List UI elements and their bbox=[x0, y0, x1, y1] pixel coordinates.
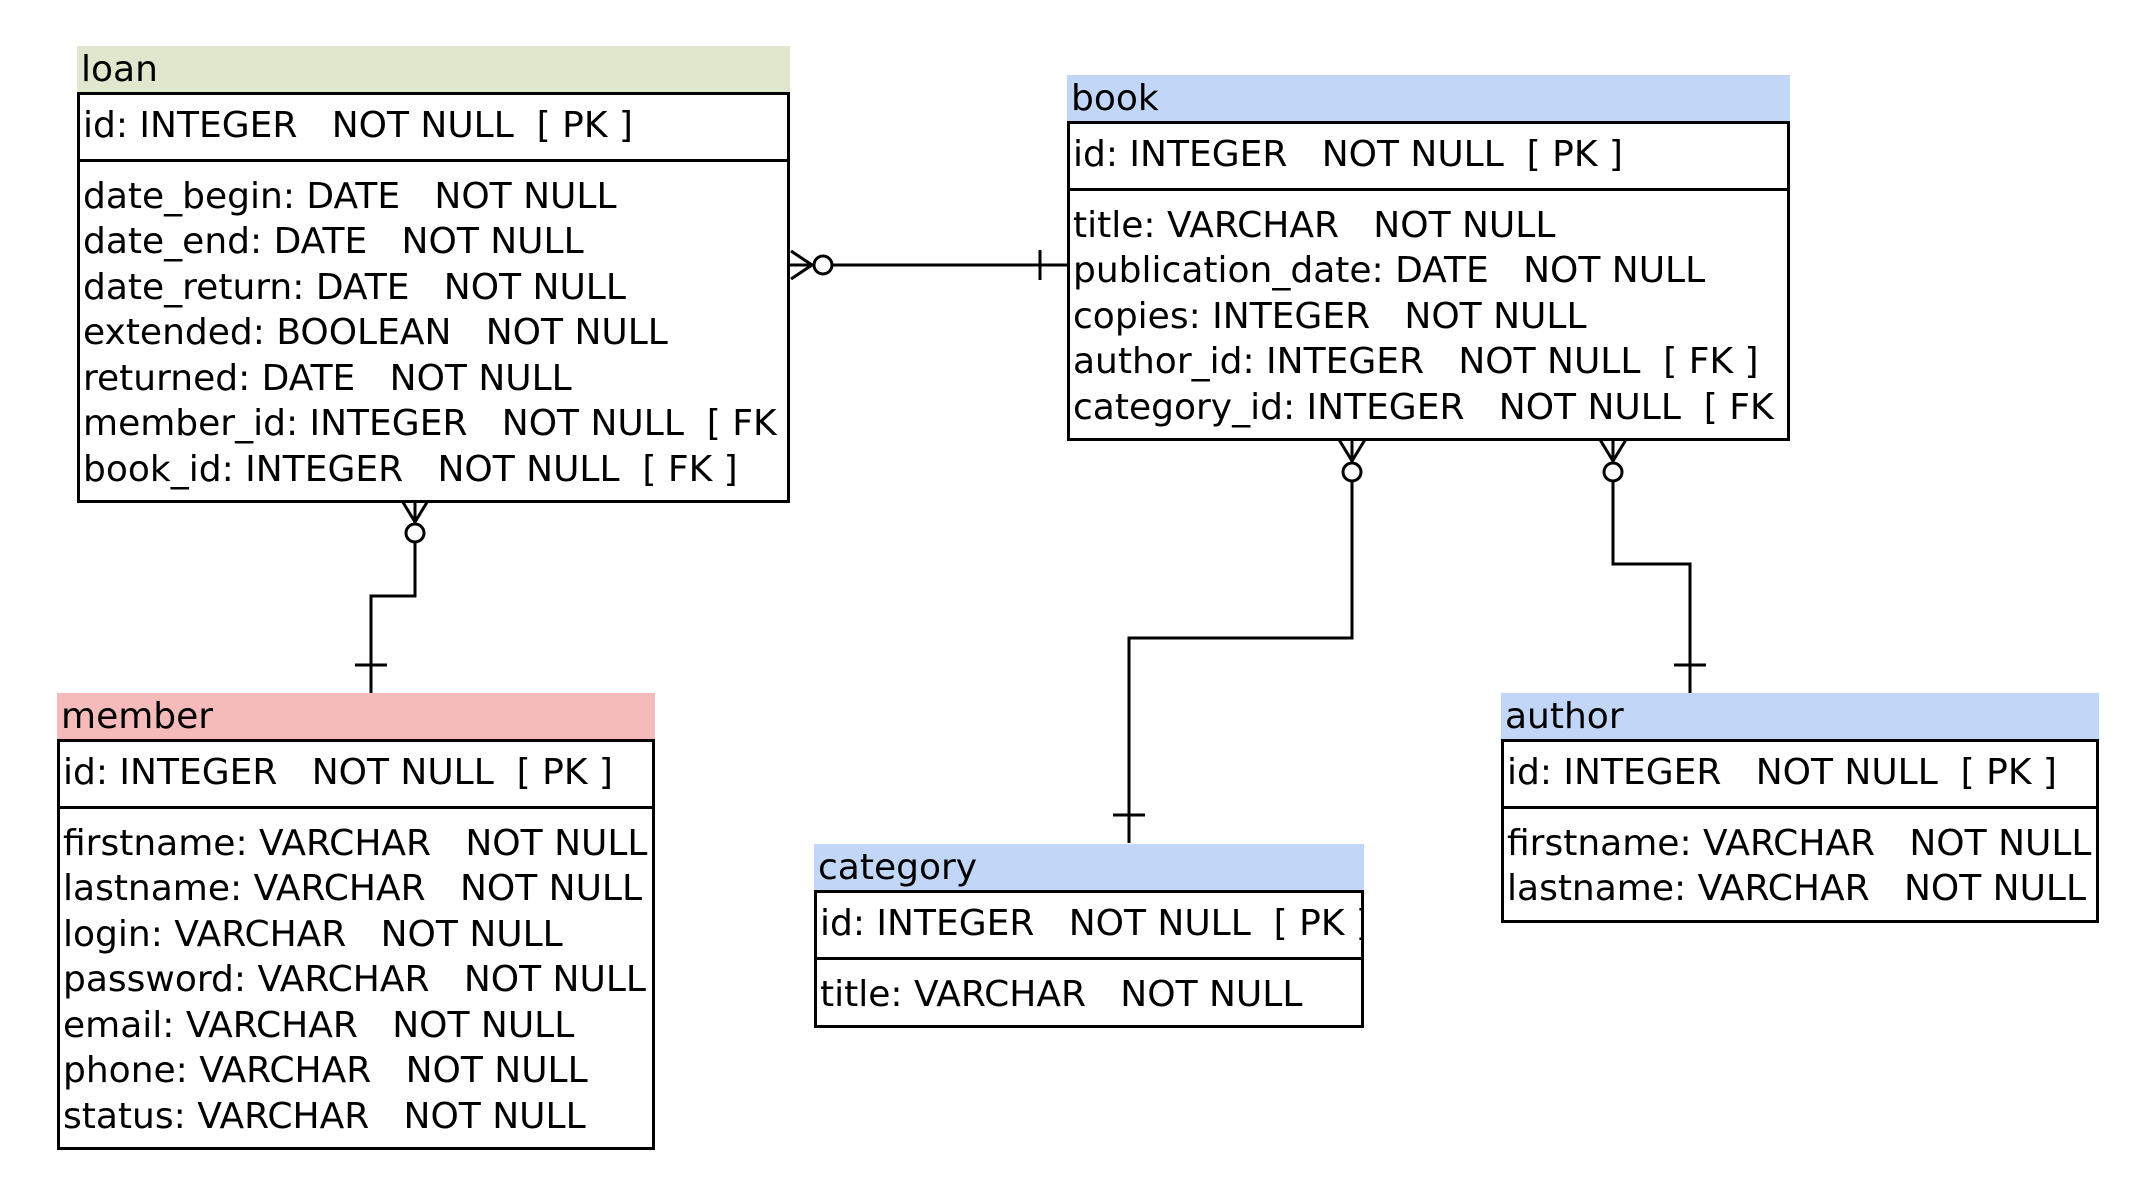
entity-member-pk-section: id: INTEGER NOT NULL [ PK ] bbox=[60, 742, 652, 809]
entity-loan-header: loan bbox=[77, 46, 790, 92]
entity-book-attribute: publication_date: DATE NOT NULL bbox=[1073, 250, 1706, 291]
rel-member-loan-zero-mark bbox=[404, 522, 426, 544]
entity-member-attribute: password: VARCHAR NOT NULL bbox=[63, 959, 646, 1000]
entity-author-pk: id: INTEGER NOT NULL [ PK ] bbox=[1507, 752, 2057, 793]
entity-book-attribute: title: VARCHAR NOT NULL bbox=[1073, 204, 1556, 246]
entity-category-attribute: title: VARCHAR NOT NULL bbox=[820, 973, 1303, 1015]
entity-book-header: book bbox=[1067, 75, 1790, 121]
entity-category[interactable]: category id: INTEGER NOT NULL [ PK ] tit… bbox=[814, 844, 1364, 1028]
entity-loan-body: id: INTEGER NOT NULL [ PK ] date_begin: … bbox=[77, 92, 790, 503]
entity-author-pk-section: id: INTEGER NOT NULL [ PK ] bbox=[1504, 742, 2096, 809]
entity-book[interactable]: book id: INTEGER NOT NULL [ PK ] title: … bbox=[1067, 75, 1790, 441]
rel-category-book-line bbox=[1127, 436, 1354, 843]
rel-category-book-crow-left bbox=[1336, 437, 1354, 462]
rel-book-loan-zero-mark bbox=[812, 254, 834, 276]
rel-book-loan-crow-upper bbox=[790, 249, 813, 267]
entity-member-attribute: login: VARCHAR NOT NULL bbox=[63, 913, 563, 955]
entity-member-header: member bbox=[57, 693, 655, 739]
entity-author-header: author bbox=[1501, 693, 2099, 739]
entity-author-attribute: firstname: VARCHAR NOT NULL bbox=[1507, 822, 2092, 864]
entity-loan-pk-section: id: INTEGER NOT NULL [ PK ] bbox=[80, 95, 787, 162]
rel-author-book-crow-left bbox=[1597, 437, 1615, 462]
entity-member-pk: id: INTEGER NOT NULL [ PK ] bbox=[63, 752, 613, 793]
entity-loan-attribute: date_return: DATE NOT NULL bbox=[83, 266, 626, 308]
entity-book-attribute: category_id: INTEGER NOT NULL [ FK ] bbox=[1073, 386, 1787, 428]
entity-member-attribute: status: VARCHAR NOT NULL bbox=[63, 1095, 586, 1137]
entity-loan-attribute: date_begin: DATE NOT NULL bbox=[83, 175, 617, 217]
entity-member-attribute: email: VARCHAR NOT NULL bbox=[63, 1004, 575, 1046]
entity-loan-attribute: date_end: DATE NOT NULL bbox=[83, 221, 584, 262]
entity-category-attributes: title: VARCHAR NOT NULL bbox=[817, 960, 1361, 1026]
entity-author[interactable]: author id: INTEGER NOT NULL [ PK ] first… bbox=[1501, 693, 2099, 923]
rel-author-book-zero-mark bbox=[1602, 461, 1624, 483]
rel-category-book-zero-mark bbox=[1341, 461, 1363, 483]
entity-category-pk-section: id: INTEGER NOT NULL [ PK ] bbox=[817, 893, 1361, 960]
entity-category-pk: id: INTEGER NOT NULL [ PK ] bbox=[820, 903, 1361, 944]
rel-author-book-crow-right bbox=[1611, 437, 1629, 462]
entity-member-attribute: firstname: VARCHAR NOT NULL bbox=[63, 822, 648, 864]
rel-book-loan[interactable] bbox=[789, 249, 1070, 281]
entity-author-attribute: lastname: VARCHAR NOT NULL bbox=[1507, 868, 2087, 909]
entity-book-attribute: copies: INTEGER NOT NULL bbox=[1073, 295, 1587, 337]
entity-member-attribute: lastname: VARCHAR NOT NULL bbox=[63, 868, 643, 909]
entity-category-header: category bbox=[814, 844, 1364, 890]
rel-category-book-crow-right bbox=[1350, 437, 1368, 462]
rel-member-loan[interactable] bbox=[355, 497, 431, 693]
rel-author-book[interactable] bbox=[1597, 436, 1706, 693]
entity-member-attribute: phone: VARCHAR NOT NULL bbox=[63, 1050, 588, 1091]
entity-book-pk: id: INTEGER NOT NULL [ PK ] bbox=[1073, 134, 1623, 175]
rel-author-book-line bbox=[1611, 436, 1692, 693]
entity-author-body: id: INTEGER NOT NULL [ PK ] firstname: V… bbox=[1501, 739, 2099, 923]
entity-member[interactable]: member id: INTEGER NOT NULL [ PK ] first… bbox=[57, 693, 655, 1150]
entity-loan[interactable]: loan id: INTEGER NOT NULL [ PK ] date_be… bbox=[77, 46, 790, 503]
entity-loan-pk: id: INTEGER NOT NULL [ PK ] bbox=[83, 105, 633, 146]
entity-book-attribute: author_id: INTEGER NOT NULL [ FK ] bbox=[1073, 341, 1759, 382]
entity-loan-attribute: book_id: INTEGER NOT NULL [ FK ] bbox=[83, 448, 738, 490]
entity-book-pk-section: id: INTEGER NOT NULL [ PK ] bbox=[1070, 124, 1787, 191]
rel-book-loan-crow-lower bbox=[790, 263, 813, 281]
rel-category-book[interactable] bbox=[1113, 436, 1368, 843]
entity-loan-attribute: returned: DATE NOT NULL bbox=[83, 357, 572, 399]
rel-member-loan-line bbox=[369, 497, 417, 693]
entity-book-body: id: INTEGER NOT NULL [ PK ] title: VARCH… bbox=[1067, 121, 1790, 441]
entity-loan-attribute: member_id: INTEGER NOT NULL [ FK ] bbox=[83, 403, 787, 444]
entity-loan-attribute: extended: BOOLEAN NOT NULL bbox=[83, 312, 668, 353]
entity-member-body: id: INTEGER NOT NULL [ PK ] firstname: V… bbox=[57, 739, 655, 1150]
entity-category-body: id: INTEGER NOT NULL [ PK ] title: VARCH… bbox=[814, 890, 1364, 1028]
